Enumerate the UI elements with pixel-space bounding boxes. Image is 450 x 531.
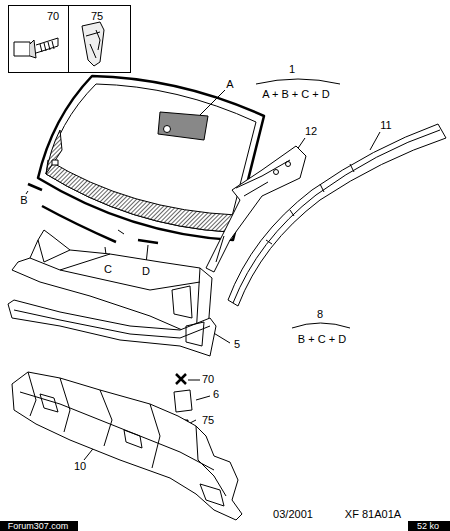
icon-box: 70 — [8, 5, 69, 73]
callout-number: 12 — [305, 126, 317, 137]
screw-70 — [176, 374, 186, 384]
callout-number: 6 — [213, 389, 219, 400]
watermark: Forum307.com — [8, 522, 69, 531]
kit-formula: A + B + C + D — [262, 89, 330, 100]
part-letter: A — [226, 79, 233, 90]
windshield — [38, 76, 264, 240]
callout-number: 8 — [317, 309, 323, 320]
cowl-strip-5 — [8, 300, 216, 356]
callout-number: 5 — [234, 339, 240, 350]
kit-formula: B + C + D — [298, 334, 346, 345]
date-note: 03/2001 — [273, 509, 313, 520]
callout-number: 1 — [289, 64, 295, 75]
part-letter: B — [20, 195, 27, 206]
part-letter: C — [104, 264, 112, 275]
crossmember-10 — [12, 372, 242, 520]
callout-number: 11 — [380, 120, 391, 131]
callout-number: 70 — [202, 374, 214, 385]
file-size: 52 ko — [417, 522, 439, 531]
callout-number: 70 — [47, 10, 59, 22]
icon-box: 75 — [68, 5, 131, 73]
clip-icon — [82, 22, 104, 66]
callout-number: 10 — [74, 461, 86, 472]
bolt-icon — [14, 38, 58, 58]
seal-b — [28, 184, 42, 190]
part-letter: D — [142, 266, 150, 277]
rail-11 — [228, 124, 446, 306]
callout-number: 75 — [202, 415, 214, 426]
reference-code: XF 81A01A — [345, 509, 401, 520]
callout-number: 75 — [91, 10, 103, 22]
bracket-6 — [174, 390, 192, 412]
seal-d — [138, 240, 158, 243]
